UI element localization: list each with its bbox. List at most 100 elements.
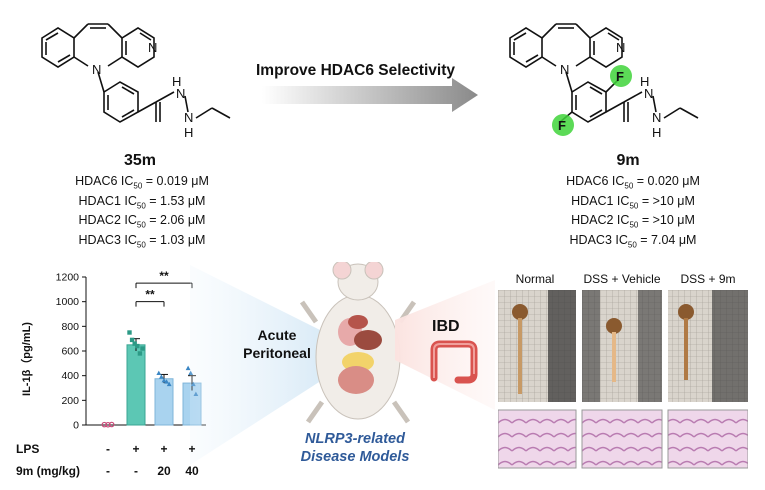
compound-right-ic50-row: HDAC2 IC50 = >10 μM (560, 213, 706, 233)
compound-left-ic50-row: HDAC1 IC50 = 1.53 μM (72, 194, 212, 214)
atom-h2: H (184, 125, 193, 140)
ic50-subscript: 50 (133, 181, 143, 191)
y-tick-label: 0 (73, 420, 79, 432)
nlrp3-label: NLRP3-related Disease Models (280, 430, 430, 466)
dose-cell: - (106, 464, 110, 478)
ibd-label: IBD (432, 318, 460, 335)
ic50-subscript: 50 (624, 181, 634, 191)
structure-35m (41, 23, 231, 123)
data-point (127, 330, 132, 335)
lps-cell: + (188, 442, 196, 456)
ic50-value: = 7.04 μM (636, 232, 697, 247)
data-point (164, 379, 169, 384)
lps-cell: + (132, 442, 140, 456)
ic50-subscript: 50 (136, 201, 146, 210)
structure-35m-atoms: N N H N N H (92, 40, 193, 140)
ic50-target: HDAC2 IC (571, 213, 630, 227)
ic50-value: = 1.03 μM (145, 232, 206, 247)
ic50-subscript: 50 (629, 220, 639, 230)
y-tick-label: 1000 (56, 296, 80, 308)
y-tick-label: 600 (61, 346, 79, 358)
ic50-target: HDAC3 IC (569, 232, 628, 247)
mouse-illustration (299, 262, 416, 424)
histology-row (498, 409, 748, 469)
photo-normal (498, 290, 576, 402)
ic50-target: HDAC6 IC (566, 174, 625, 188)
ic50-subscript: 50 (629, 201, 639, 210)
atom-h2: H (652, 125, 661, 140)
y-tick-label: 400 (61, 370, 79, 382)
arrow-label: Improve HDAC6 Selectivity (256, 62, 455, 79)
atom-n2: N (652, 110, 661, 125)
ic50-subscript: 50 (627, 240, 637, 249)
dose-row-label: 9m (mg/kg) (16, 464, 81, 478)
ic50-target: HDAC2 IC (78, 213, 137, 227)
compound-left-name: 35m (123, 152, 157, 169)
structure-9m-atoms: N N F F H N N H (558, 40, 661, 140)
atom-n2: N (184, 110, 193, 125)
bar (126, 344, 146, 426)
atom-n: N (176, 86, 185, 101)
lps-cell: + (160, 442, 168, 456)
selectivity-arrow (262, 78, 478, 112)
photo-dss-vehicle (582, 290, 662, 402)
acute-line-2: Peritoneal (243, 345, 311, 361)
data-point (159, 374, 164, 379)
nlrp3-line-1: NLRP3-related (305, 431, 405, 447)
ic50-target: HDAC1 IC (571, 193, 630, 208)
atom-n-pyridine: N (616, 40, 625, 55)
data-point (137, 351, 143, 356)
ic50-value: = 2.06 μM (145, 213, 206, 227)
ic50-subscript: 50 (136, 240, 146, 249)
ic50-target: HDAC3 IC (78, 232, 137, 247)
data-point (161, 378, 167, 383)
acute-peritoneal-label: Acute Peritoneal (232, 326, 322, 362)
fluorine-glow-top (610, 65, 632, 87)
atom-n-pyridine: N (148, 40, 157, 55)
ic50-value: = 0.020 μM (633, 174, 700, 188)
dose-cell: - (134, 464, 138, 478)
nlrp3-line-2: Disease Models (300, 449, 410, 465)
ic50-target: HDAC6 IC (75, 174, 134, 188)
acute-line-1: Acute (257, 327, 297, 343)
lps-cell: - (106, 442, 110, 456)
data-point (185, 365, 191, 371)
photo-title-normal: Normal (515, 272, 555, 286)
data-point (108, 421, 115, 428)
photo-dss-9m (668, 290, 748, 402)
fluorine-glow-bottom (552, 114, 574, 136)
compound-left-ic50-row: HDAC6 IC50 = 0.019 μM (72, 174, 212, 194)
data-point (101, 421, 108, 428)
ic50-value: = 0.019 μM (142, 174, 209, 188)
data-point (166, 381, 172, 387)
data-point (140, 346, 145, 351)
photo-title-dss-9m: DSS + 9m (680, 272, 736, 286)
photo-title-dss-vehicle: DSS + Vehicle (583, 272, 661, 286)
significance-label: ** (145, 288, 155, 302)
dose-cell: 20 (157, 464, 171, 478)
ic50-value: = 1.53 μM (145, 193, 206, 208)
compound-right-ic50-row: HDAC3 IC50 = 7.04 μM (560, 233, 706, 253)
data-point (156, 370, 162, 375)
lps-row-label: LPS (16, 442, 40, 456)
data-point (135, 343, 140, 349)
data-point (105, 421, 111, 428)
atom-fluorine-top: F (616, 69, 624, 84)
significance-label: ** (159, 269, 169, 283)
y-tick-label: 200 (61, 395, 79, 407)
dose-cell: 40 (185, 464, 199, 478)
structures-svg: N N H N N H N N F F H N N H (41, 23, 699, 140)
atom-n-ring: N (92, 62, 101, 77)
compound-right-name: 9m (616, 152, 640, 169)
fluorine-glows (552, 65, 632, 136)
ic50-value: = >10 μM (638, 213, 695, 227)
data-point (129, 337, 135, 343)
atom-n-ring: N (560, 62, 569, 77)
y-tick-label: 800 (61, 321, 79, 333)
acute-cone-bg (190, 265, 330, 465)
y-tick-label: 1200 (56, 272, 80, 284)
colon-photos (498, 290, 748, 469)
atom-fluorine-bottom: F (558, 118, 566, 133)
